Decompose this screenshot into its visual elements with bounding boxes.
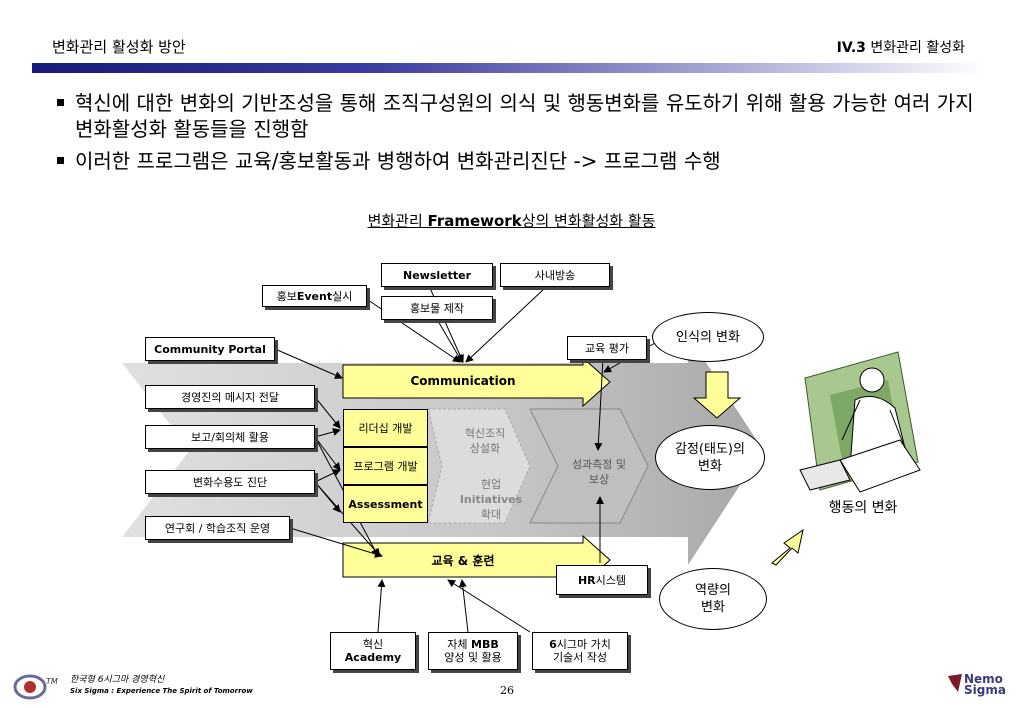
diagram-title: 변화관리 Framework상의 변화활성화 활동 — [0, 210, 1023, 231]
bullet-1: 혁신에 대한 변화의 기반조성을 통해 조직구성원의 의식 및 행동변화를 유도… — [55, 90, 985, 142]
brand-line-1: Nemo — [964, 672, 1003, 686]
awareness-ellipse: 인식의 변화 — [652, 312, 764, 362]
emotion-line-2: 변화 — [698, 458, 722, 474]
header-left-title: 변화관리 활성화 방안 — [52, 38, 186, 56]
community-portal-box: Community Portal — [145, 337, 275, 361]
culture-line-2: 상설화 — [469, 442, 501, 455]
readiness-diagnosis-box: 변화수용도 진단 — [145, 470, 315, 494]
mbb-pre: 자체 — [447, 638, 472, 651]
event-post: 실시 — [332, 289, 353, 303]
edu-eval-box: 교육 평가 — [567, 336, 647, 360]
site-line-1: 현업 — [480, 478, 502, 491]
hr-system-box: HR 시스템 — [556, 565, 648, 595]
behavior-change-label: 행동의 변화 — [828, 500, 898, 516]
communication-arrow — [342, 356, 611, 408]
site-line-3: 확대 — [480, 508, 502, 521]
newsletter-box: Newsletter — [381, 263, 493, 287]
academy-line-2: Academy — [344, 651, 402, 664]
company-logo: TM — [13, 674, 58, 700]
measure-line-1: 성과측정 및 — [571, 458, 627, 471]
hr-bold: HR — [577, 573, 596, 587]
communication-label: Communication — [410, 374, 516, 388]
study-group-box: 연구회 / 학습조직 운영 — [145, 516, 290, 540]
leadership-dev-box: 리더십 개발 — [343, 409, 428, 447]
emotion-line-1: 감정(태도)의 — [675, 441, 745, 457]
hr-post: 시스템 — [595, 573, 627, 587]
promo-material-box: 홍보물 제작 — [381, 296, 493, 320]
broadcast-box: 사내방송 — [500, 263, 610, 287]
measure-stage-chevron — [529, 408, 649, 524]
sigma-post: 시그마 가치 — [556, 638, 611, 651]
event-bold: Event — [296, 289, 333, 303]
nemo-sigma-logo-icon — [948, 674, 962, 692]
ceo-message-box: 경영진의 메시지 전달 — [145, 385, 315, 409]
diagram-title-bold: Framework — [427, 212, 522, 230]
footer-slogan: Six Sigma : Experience The Spirit of Tom… — [70, 687, 253, 695]
bullet-list: 혁신에 대한 변화의 기반조성을 통해 조직구성원의 의식 및 행동변화를 유도… — [55, 90, 985, 180]
event-pre: 홍보 — [276, 289, 297, 303]
capability-up-arrow — [771, 528, 804, 566]
behavior-clipart — [799, 351, 921, 493]
diagram-title-pre: 변화관리 — [367, 212, 428, 230]
footer-text: 한국형 6시그마 경영혁신 Six Sigma : Experience The… — [70, 675, 253, 697]
page-number: 26 — [500, 684, 514, 697]
capability-line-1: 역량의 — [695, 583, 731, 598]
section-number: IV.3 — [836, 40, 866, 56]
footer-company-line: 한국형 6시그마 경영혁신 — [70, 675, 165, 685]
awareness-down-arrow — [692, 371, 742, 419]
program-dev-box: 프로그램 개발 — [343, 447, 428, 485]
brand-line-2: Sigma — [964, 683, 1006, 697]
mbb-bold: MBB — [471, 638, 499, 651]
header-bar — [32, 63, 987, 73]
culture-stage-chevron — [427, 408, 531, 524]
brand-logo-text: Nemo Sigma — [964, 672, 1006, 697]
section-title: 변화관리 활성화 — [865, 40, 965, 56]
capability-line-2: 변화 — [701, 600, 725, 615]
site-line-2: Initiatives — [459, 493, 523, 506]
header-right-title: IV.3 변화관리 활성화 — [837, 37, 965, 57]
culture-line-1: 혁신조직 — [464, 427, 506, 440]
svg-text:TM: TM — [46, 677, 58, 686]
measure-line-2: 보상 — [588, 473, 610, 486]
site-stage-text: 현업 Initiatives 확대 — [445, 477, 537, 522]
diagram-title-post: 상의 변화활성화 활동 — [521, 212, 656, 230]
assessment-box: Assessment — [343, 485, 428, 523]
sigma-line-2: 기술서 작성 — [552, 651, 608, 664]
academy-line-1: 혁신 — [362, 638, 384, 651]
report-meeting-box: 보고/회의체 활용 — [145, 425, 315, 449]
mbb-line-2: 양성 및 활용 — [444, 651, 502, 664]
bullet-2: 이러한 프로그램은 교육/홍보활동과 병행하여 변화관리진단 -> 프로그램 수… — [55, 148, 985, 174]
education-label: 교육 & 훈련 — [431, 554, 495, 568]
event-box: 홍보 Event 실시 — [262, 285, 367, 307]
sigma-bold: 6 — [549, 638, 557, 651]
